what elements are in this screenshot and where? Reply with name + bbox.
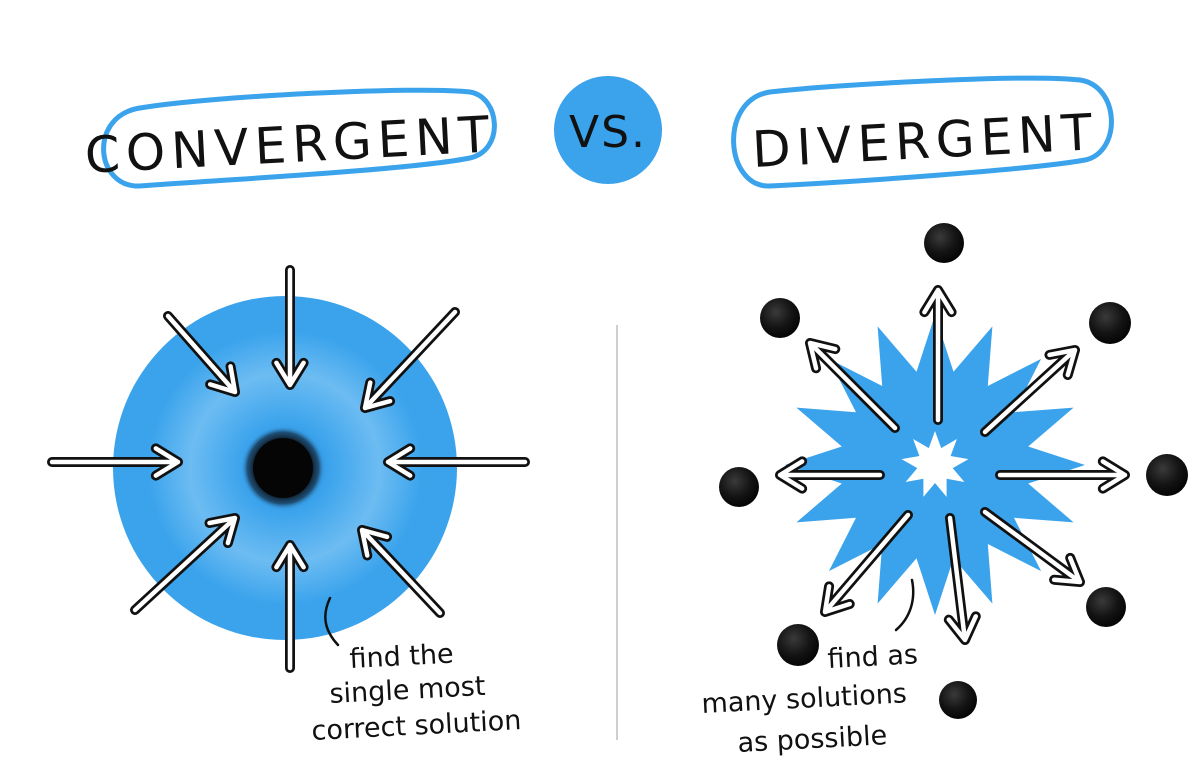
convergent-caption-line-2: single most xyxy=(329,671,486,710)
divergent-arrow-3 xyxy=(995,456,1130,494)
solution-dot-7 xyxy=(719,467,759,507)
vs-label: VS. xyxy=(569,107,647,158)
divergent-arrow-5 xyxy=(943,513,981,645)
solution-dot-3 xyxy=(1146,454,1188,496)
vs-circle xyxy=(554,76,662,184)
convergent-arrows xyxy=(47,265,530,673)
convergent-title-bubble: CONVERGENT xyxy=(84,87,497,189)
convergent-center-core xyxy=(253,438,313,498)
divergent-center-spark xyxy=(901,431,969,497)
divergent-arrow-4 xyxy=(980,507,1085,587)
convergent-bubble-outline xyxy=(101,87,497,189)
divergent-illustration: find as many solutions as possible xyxy=(701,223,1188,759)
convergent-arrow-5 xyxy=(271,540,309,673)
solution-dot-5 xyxy=(939,681,977,719)
convergent-arrow-8 xyxy=(163,311,240,397)
divergent-title-bubble: DIVERGENT xyxy=(731,75,1114,189)
divergent-arrow-2 xyxy=(980,345,1080,437)
convergent-caption-line-3: correct solution xyxy=(311,705,522,747)
convergent-illustration: find the single most correct solution xyxy=(47,265,530,747)
convergent-arrow-2 xyxy=(360,307,460,413)
divergent-arrow-6 xyxy=(820,510,913,617)
solution-dot-8 xyxy=(760,298,800,338)
divergent-caption-line-2: many solutions xyxy=(701,678,908,720)
convergent-title: CONVERGENT xyxy=(84,105,497,184)
divergent-caption-pointer xyxy=(894,578,915,632)
solution-dot-6 xyxy=(777,624,819,666)
convergent-caption-pointer xyxy=(324,596,340,647)
divergent-arrow-8 xyxy=(805,338,900,433)
divergent-arrows xyxy=(775,285,1130,645)
divergent-bubble-outline xyxy=(731,75,1114,189)
solution-dot-4 xyxy=(1086,587,1126,627)
divergent-caption-line-1: find as xyxy=(827,639,919,675)
divergent-arrow-7 xyxy=(775,456,885,494)
divergent-arrow-1 xyxy=(919,285,957,425)
divergent-caption-line-3: as possible xyxy=(737,720,888,759)
vs-badge: VS. xyxy=(554,76,662,184)
convergent-arrow-1 xyxy=(271,265,309,390)
convergent-caption-line-1: find the xyxy=(349,639,455,675)
convergent-arrow-6 xyxy=(130,513,240,615)
solution-dot-2 xyxy=(1089,302,1131,344)
convergent-arrow-7 xyxy=(47,443,183,481)
solution-dot-1 xyxy=(924,223,964,263)
convergent-arrow-4 xyxy=(357,525,445,618)
divergent-solution-dots xyxy=(719,223,1188,719)
convergent-arrow-3 xyxy=(383,443,530,481)
